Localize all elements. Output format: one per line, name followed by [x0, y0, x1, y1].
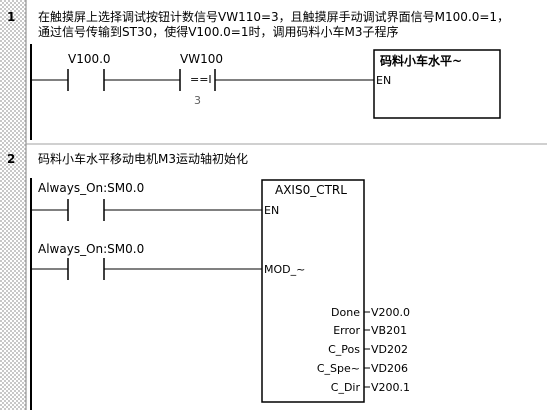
pin-label: C_Pos [328, 343, 360, 356]
network-1-number: 1 [7, 10, 15, 24]
pin-value: VB201 [371, 324, 407, 337]
block-input-mod: MOD_~ [264, 263, 305, 276]
network-1-subroutine-box[interactable]: 码料小车水平~ EN [373, 49, 501, 119]
compare-operator: ==I [190, 73, 212, 86]
output-c-pos[interactable]: C_Pos VD202 [328, 343, 408, 356]
block-title: AXIS0_CTRL [275, 183, 347, 197]
axis0-ctrl-block[interactable]: AXIS0_CTRL EN MOD_~ Done V200.0 Error VB… [261, 179, 410, 403]
pin-value: VD206 [371, 362, 408, 375]
compare-label: VW100 [180, 52, 223, 66]
output-c-dir[interactable]: C_Dir V200.1 [331, 381, 410, 394]
network-1-comment-line1: 在触摸屏上选择调试按钮计数信号VW110=3，且触摸屏手动调试界面信号M100.… [38, 9, 509, 24]
network-2-number: 2 [7, 152, 15, 166]
network-1-compare-contact[interactable]: VW100 ==I 3 [179, 52, 223, 107]
pin-label: Done [331, 306, 360, 319]
network-2-contact-always-on-1[interactable]: Always_On:SM0.0 [38, 181, 144, 221]
pin-value: VD202 [371, 343, 408, 356]
pin-label: Error [333, 324, 360, 337]
contact-label: V100.0 [68, 52, 111, 66]
output-done[interactable]: Done V200.0 [331, 306, 410, 319]
network-2[interactable]: 2 码料小车水平移动电机M3运动轴初始化 Always_On:SM0.0 Alw… [7, 151, 410, 410]
block-input-en: EN [264, 204, 279, 217]
pin-value: V200.0 [371, 306, 410, 319]
pin-value: V200.1 [371, 381, 410, 394]
output-error[interactable]: Error VB201 [333, 324, 407, 337]
network-1[interactable]: 1 在触摸屏上选择调试按钮计数信号VW110=3，且触摸屏手动调试界面信号M10… [7, 9, 547, 145]
pin-label: C_Spe~ [317, 362, 360, 375]
compare-value: 3 [194, 94, 201, 107]
network-1-comment-line2: 通过信号传输到ST30，使得V100.0=1时，调用码料小车M3子程序 [38, 24, 398, 39]
contact-label: Always_On:SM0.0 [38, 181, 144, 195]
subroutine-title: 码料小车水平~ [380, 53, 462, 68]
network-2-comment: 码料小车水平移动电机M3运动轴初始化 [38, 151, 248, 166]
subroutine-en-label: EN [376, 74, 391, 87]
pin-label: C_Dir [331, 381, 361, 394]
network-2-contact-always-on-2[interactable]: Always_On:SM0.0 [38, 242, 144, 280]
contact-label: Always_On:SM0.0 [38, 242, 144, 256]
network-gutter [0, 0, 26, 410]
output-c-speed[interactable]: C_Spe~ VD206 [317, 362, 408, 375]
network-1-contact-v100-0[interactable]: V100.0 [67, 52, 111, 91]
